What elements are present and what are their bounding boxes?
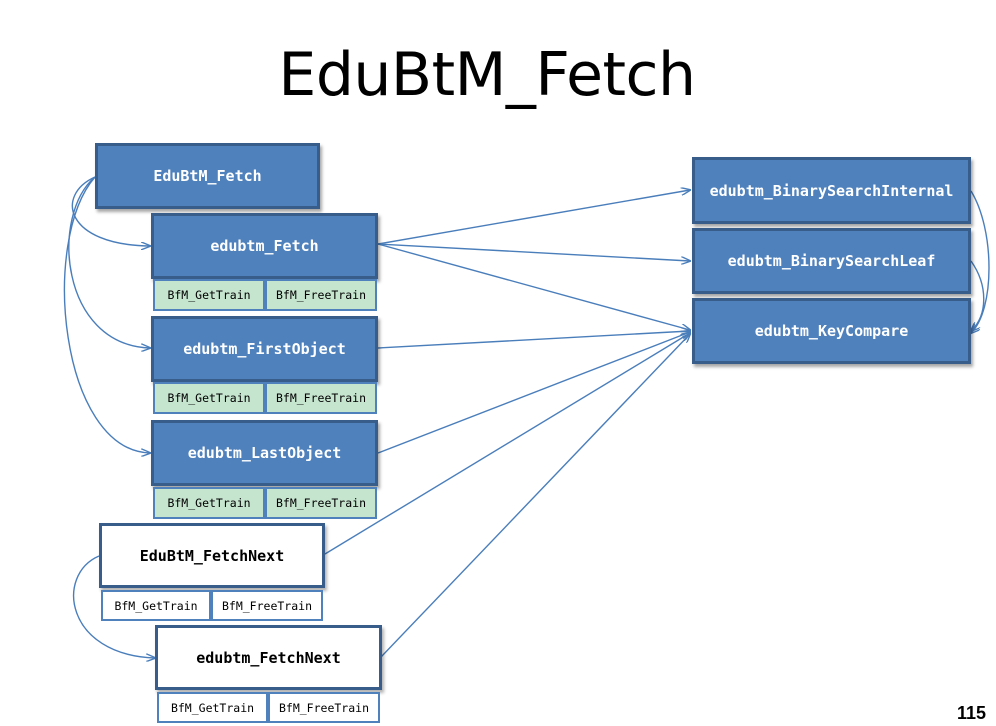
node-label: edubtm_BinarySearchInternal	[709, 181, 954, 200]
arrow-internal-to-keycompare	[971, 190, 990, 333]
arrow-edubtm-fetchnext-to-keycompare	[380, 334, 690, 658]
slide-title: EduBtM_Fetch	[278, 40, 696, 110]
arrow-edubtm-fetch-to-leaf	[377, 243, 690, 261]
node-label: EduBtM_FetchNext	[139, 546, 285, 565]
arrow-edubtm-fetch-to-keycompare	[377, 243, 690, 330]
node-edubtm-fetchnext-main: EduBtM_FetchNext	[99, 523, 325, 588]
node-binarysearchleaf: edubtm_BinarySearchLeaf	[692, 228, 971, 294]
node-label: edubtm_FetchNext	[196, 648, 341, 667]
sub-getTrain-lastobject: BfM_GetTrain	[153, 487, 265, 519]
sub-getTrain-fetchnext: BfM_GetTrain	[157, 692, 268, 723]
node-edubtm-fetchnext: edubtm_FetchNext	[155, 625, 382, 690]
sub-freetrain-fetchnext: BfM_FreeTrain	[268, 692, 380, 723]
sub-freetrain-firstobject: BfM_FreeTrain	[265, 382, 377, 414]
arrow-firstobject-to-keycompare	[377, 331, 690, 349]
node-label: edubtm_BinarySearchLeaf	[727, 252, 936, 270]
node-keycompare: edubtm_KeyCompare	[692, 298, 971, 364]
sub-getTrain-fetchnext-main: BfM_GetTrain	[101, 590, 211, 621]
node-edubtm-firstobject: edubtm_FirstObject	[151, 316, 378, 382]
node-label: edubtm_Fetch	[210, 237, 319, 255]
sub-freetrain-fetchnext-main: BfM_FreeTrain	[211, 590, 323, 621]
sub-getTrain-fetch: BfM_GetTrain	[153, 279, 265, 311]
node-label: edubtm_FirstObject	[183, 340, 346, 358]
node-label: edubtm_LastObject	[187, 444, 342, 462]
sub-freetrain-fetch: BfM_FreeTrain	[265, 279, 377, 311]
arrow-fetch-to-edubtm-fetch	[71, 176, 150, 246]
node-edubtm-fetch-main: EduBtM_Fetch	[95, 143, 320, 209]
arrow-fetch-to-firstobject	[68, 176, 150, 348]
arrow-leaf-to-keycompare	[971, 260, 985, 331]
arrow-fetchnext-to-edubtm-fetchnext	[73, 555, 155, 658]
page-number: 115	[956, 703, 986, 723]
node-edubtm-lastobject: edubtm_LastObject	[151, 420, 378, 486]
node-edubtm-fetch: edubtm_Fetch	[151, 213, 378, 279]
arrow-fetch-to-lastobject	[63, 176, 150, 453]
node-label: EduBtM_Fetch	[153, 167, 262, 185]
arrow-lastobject-to-keycompare	[377, 332, 690, 454]
arrow-edubtm-fetch-to-internal	[377, 190, 690, 245]
node-label: edubtm_KeyCompare	[754, 322, 909, 340]
arrow-fetchnext-main-to-keycompare	[324, 333, 690, 555]
sub-getTrain-firstobject: BfM_GetTrain	[153, 382, 265, 414]
sub-freetrain-lastobject: BfM_FreeTrain	[265, 487, 377, 519]
node-binarysearchinternal: edubtm_BinarySearchInternal	[692, 157, 971, 224]
